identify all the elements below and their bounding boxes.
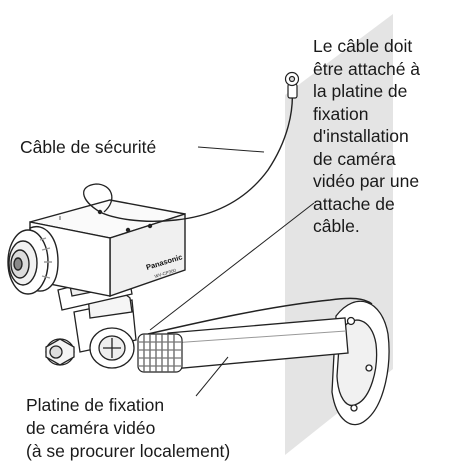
- bracket-head: [45, 290, 137, 369]
- safety-cable-leader: [197, 146, 265, 153]
- note-line: être attaché à: [313, 58, 421, 79]
- mount-bracket-label: Platine de fixation de caméra vidéo (à s…: [26, 394, 230, 463]
- note-line: attache de: [313, 193, 395, 214]
- note-leader: [149, 202, 315, 331]
- safety-cable-end: [284, 71, 300, 99]
- safety-cable: [99, 87, 294, 222]
- model-number: WV-CP300: [154, 268, 177, 279]
- note-line: câble.: [313, 216, 360, 236]
- bracket-label-line: de caméra vidéo: [26, 418, 156, 438]
- note-line: vidéo par une: [313, 171, 420, 191]
- bracket-leader: [195, 356, 229, 397]
- camera-lens: [7, 225, 59, 295]
- bracket-label-line: (à se procurer localement): [26, 441, 231, 461]
- cable-tie-note: Le câble doit être attaché à la platine …: [313, 35, 453, 238]
- note-line: Le câble doit: [313, 36, 413, 56]
- safety-cable-label: Câble de sécurité: [20, 137, 157, 157]
- note-line: fixation: [313, 103, 369, 124]
- cable-tie-cable: [147, 297, 373, 335]
- safety-cable-loop: [83, 183, 113, 213]
- note-line: d'installation: [313, 126, 409, 146]
- bracket-label-line: Platine de fixation: [26, 395, 165, 415]
- note-line: de caméra: [313, 148, 396, 169]
- note-line: la platine de: [313, 81, 408, 101]
- knurled-collar: [137, 333, 183, 373]
